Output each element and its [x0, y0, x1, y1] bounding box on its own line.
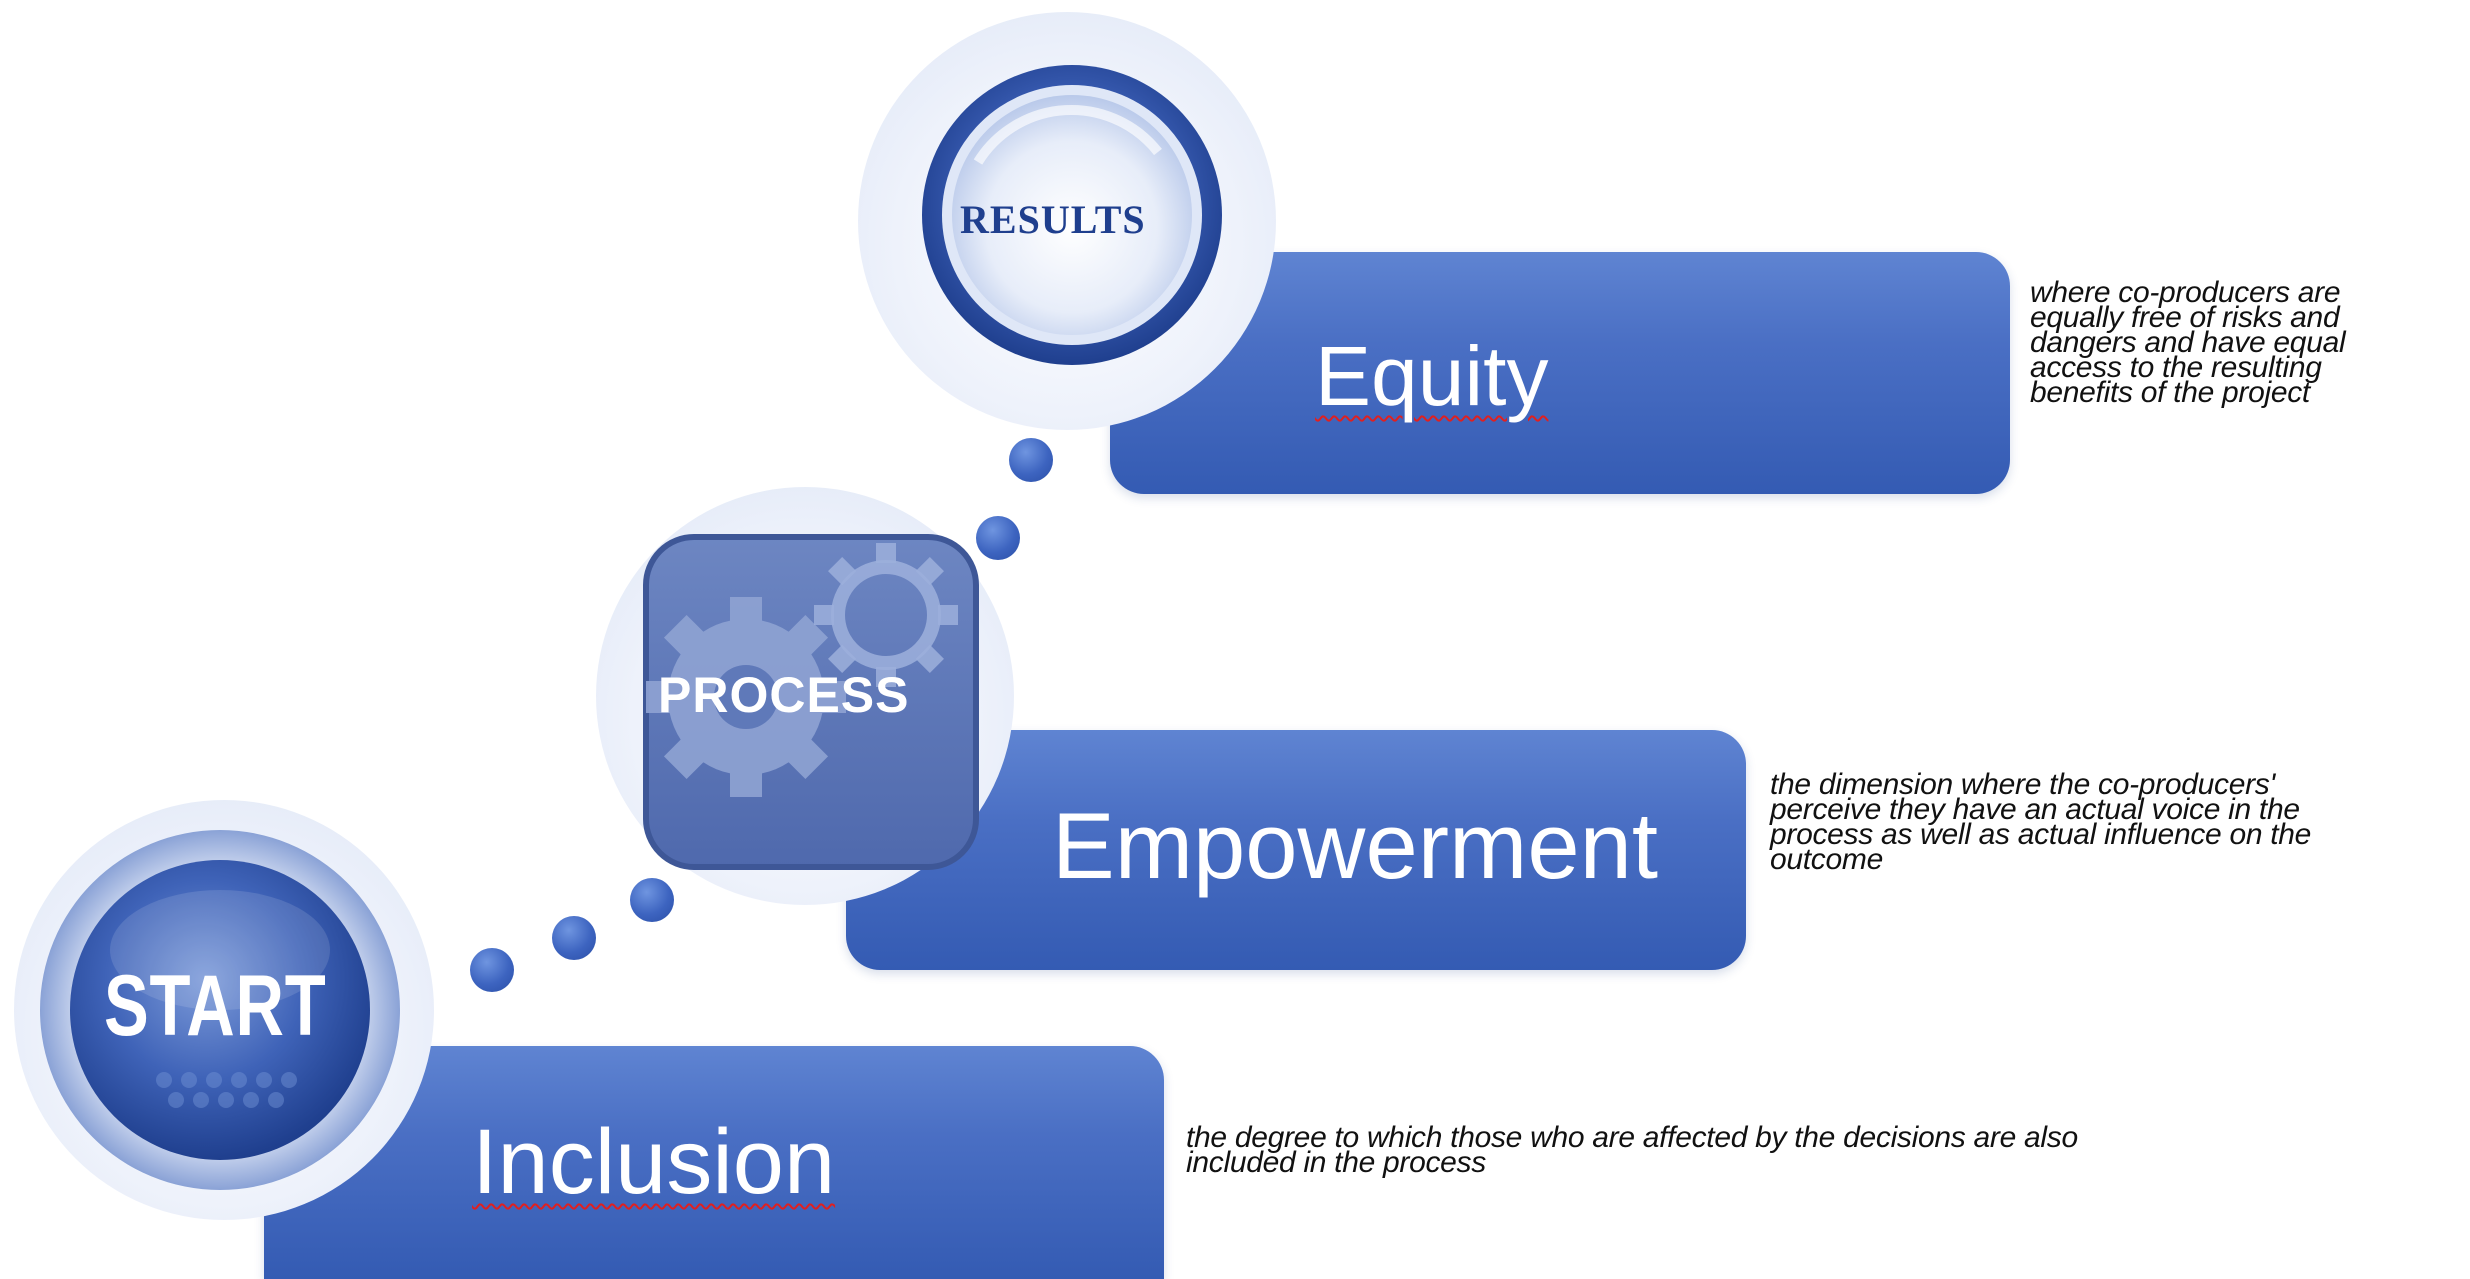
equity-description-line: access to the resulting [2030, 351, 2322, 384]
connector-dot [630, 878, 674, 922]
connector-dot [470, 948, 514, 992]
equity-description-line: where co-producers are [2030, 276, 2341, 309]
equity-description-line: dangers and have equal [2030, 326, 2346, 359]
connector-dot [1009, 438, 1053, 482]
empowerment-title: Empowerment [1052, 793, 1658, 898]
results-label: RESULTS [960, 197, 1146, 242]
inclusion-description-line: the degree to which those who are affect… [1186, 1121, 2078, 1154]
equity-title: Equity [1315, 329, 1549, 423]
empowerment-description: the dimension where the co-producers' pe… [1770, 768, 2312, 876]
inclusion-description: the degree to which those who are affect… [1186, 1121, 2078, 1179]
empowerment-description-line: outcome [1770, 843, 1883, 876]
process-icon [643, 534, 979, 870]
equity-description-line: benefits of the project [2030, 376, 2310, 409]
inclusion-description-line: included in the process [1186, 1146, 1486, 1179]
connector-dot [552, 916, 596, 960]
results-icon [922, 65, 1222, 365]
empowerment-description-line: process as well as actual influence on t… [1770, 818, 2312, 851]
start-label: START [104, 958, 327, 1054]
empowerment-description-line: the dimension where the co-producers' [1770, 768, 2275, 801]
equity-description-line: equally free of risks and [2030, 301, 2340, 334]
connector-dot [976, 516, 1020, 560]
process-label: PROCESS [658, 667, 910, 723]
empowerment-description-line: perceive they have an actual voice in th… [1770, 793, 2300, 826]
equity-description: where co-producers are equally free of r… [2030, 276, 2346, 409]
inclusion-title: Inclusion [472, 1111, 836, 1213]
start-icon [40, 830, 400, 1190]
